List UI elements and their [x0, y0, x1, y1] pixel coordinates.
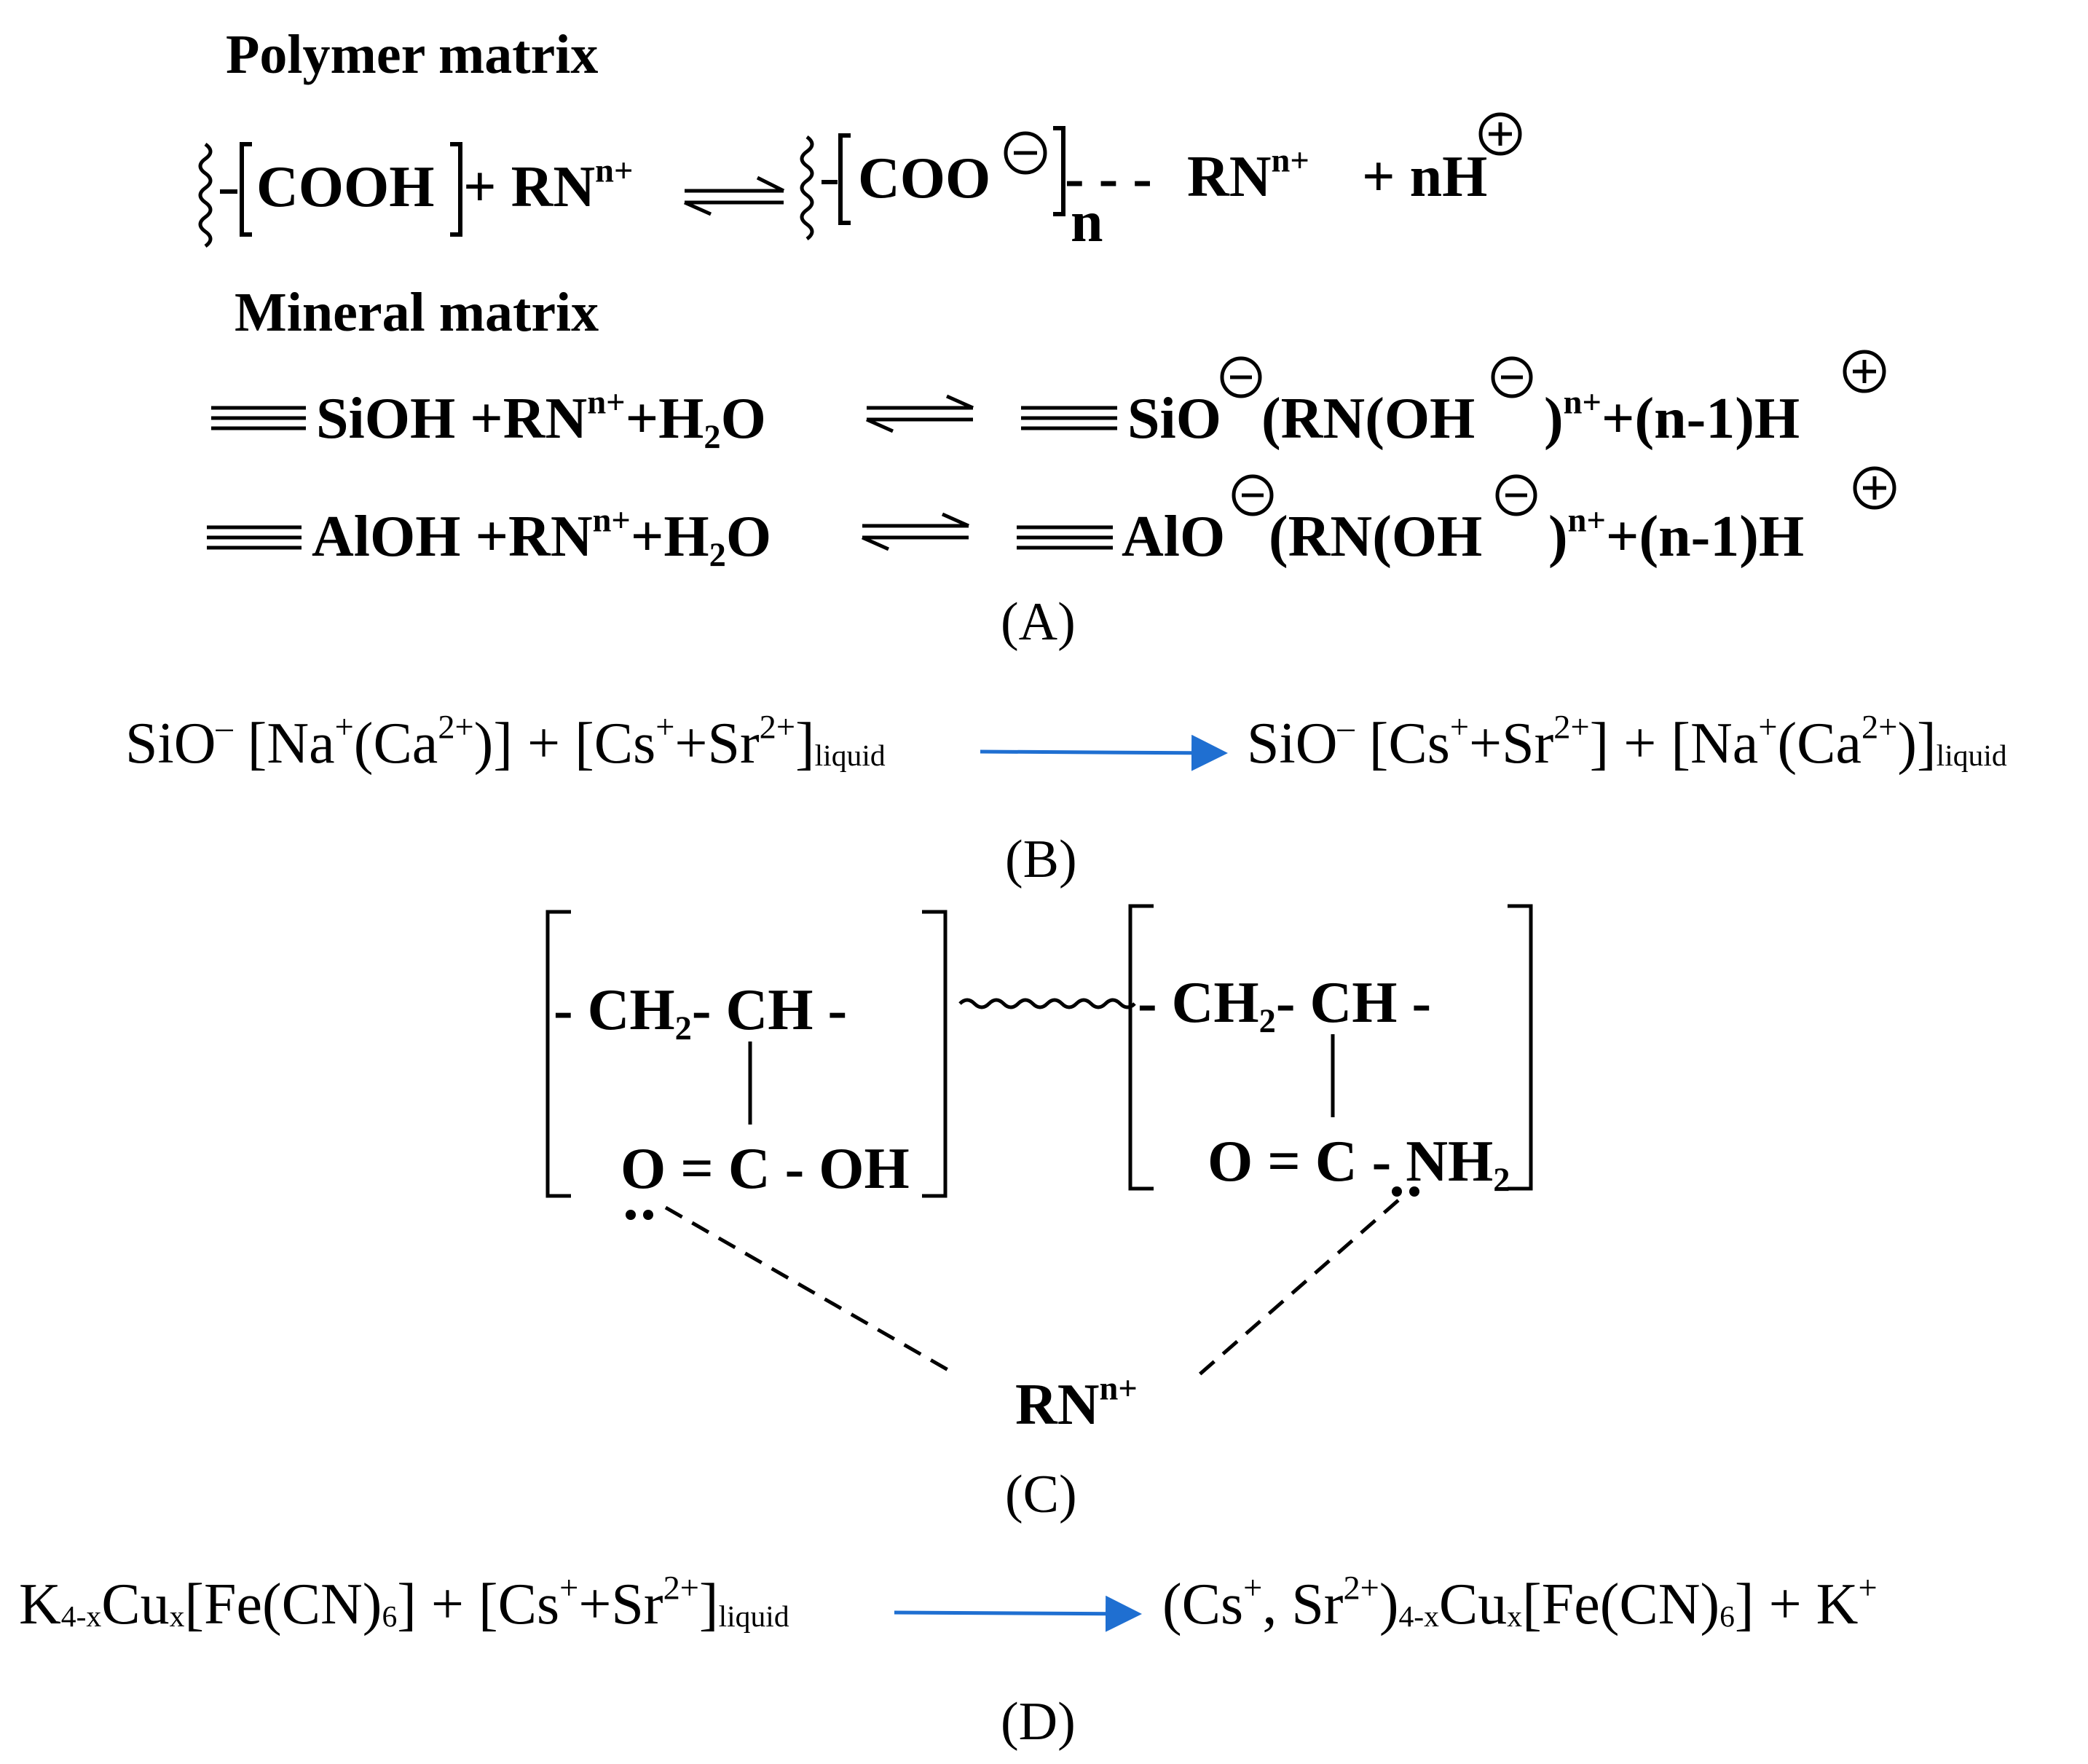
c-right-top: - CH2- CH -	[1138, 971, 1432, 1040]
wavy-bond-icon	[800, 135, 814, 241]
minus-circle-icon	[1004, 131, 1047, 175]
triple-bond-icon	[211, 406, 306, 430]
label-c: (C)	[1005, 1465, 1077, 1524]
polymer-released-proton: + nH	[1362, 145, 1488, 209]
minus-circle-icon	[1220, 356, 1262, 398]
al-right-c: )n++(n-1)H	[1548, 502, 1805, 569]
si-right-b: (RN(OH	[1261, 387, 1476, 451]
wavy-bond-icon	[198, 142, 213, 248]
minus-circle-icon	[1232, 474, 1274, 516]
left-bracket	[240, 142, 252, 237]
triple-bond-icon	[207, 525, 302, 550]
coordination-bond	[664, 1205, 958, 1377]
plus-circle-icon	[1853, 466, 1896, 510]
polymer-right-ion: RNn+	[1187, 142, 1309, 209]
al-right-b: (RN(OH	[1269, 505, 1483, 569]
left-bracket	[1128, 904, 1154, 1191]
polymer-plus-ion: + RNn+	[463, 152, 634, 219]
c-left-bottom: O = C - OH	[621, 1137, 910, 1201]
right-bracket	[922, 910, 948, 1198]
equilibrium-arrow-icon	[683, 176, 785, 216]
c-left-top: - CH2- CH -	[553, 978, 848, 1047]
equilibrium-arrow-icon	[865, 394, 974, 433]
al-right-a: AlO	[1122, 505, 1226, 569]
si-left: SiOH +RNn++H2O	[316, 384, 766, 456]
label-a: (A)	[1001, 592, 1076, 652]
b-left-side: SiO– [Na+(Ca2+)] + [Cs++Sr2+]liquid	[125, 709, 886, 776]
right-bracket	[1053, 126, 1065, 216]
reaction-arrow-icon	[894, 1595, 1142, 1632]
polymer-subscript-n: n	[1071, 190, 1103, 254]
right-bracket	[450, 142, 462, 237]
d-left-side: K4-xCux[Fe(CN)6] + [Cs++Sr2+]liquid	[19, 1570, 789, 1637]
label-b: (B)	[1005, 830, 1077, 889]
c-ion: RNn+	[1015, 1370, 1138, 1437]
left-bracket	[838, 133, 851, 225]
triple-bond-icon	[1017, 525, 1113, 550]
lone-pair-icon	[626, 1210, 653, 1220]
d-right-side: (Cs+, Sr2+)4-xCux[Fe(CN)6] + K+	[1162, 1570, 1878, 1637]
right-bracket	[1508, 904, 1533, 1191]
reaction-arrow-icon	[980, 734, 1228, 771]
si-right-c: )n++(n-1)H	[1544, 384, 1800, 451]
polymer-right-group: COO	[858, 146, 991, 210]
coordination-bond	[1197, 1199, 1400, 1377]
equilibrium-arrow-icon	[861, 512, 970, 551]
polymer-left-group: COOH	[256, 155, 435, 219]
b-right-side: SiO– [Cs++Sr2+] + [Na+(Ca2+)]liquid	[1247, 709, 2007, 776]
wavy-bond-icon	[958, 998, 1136, 1009]
polymer-matrix-title: Polymer matrix	[226, 24, 599, 85]
label-d: (D)	[1001, 1692, 1076, 1752]
polymer-dashes: - - -	[1065, 146, 1152, 210]
left-bracket	[545, 910, 571, 1198]
minus-circle-icon	[1491, 356, 1533, 398]
si-right-a: SiO	[1127, 387, 1221, 451]
mineral-matrix-title: Mineral matrix	[235, 282, 599, 343]
minus-circle-icon	[1495, 474, 1537, 516]
triple-bond-icon	[1021, 406, 1117, 430]
c-right-bottom: O = C - NH2	[1208, 1130, 1510, 1199]
al-left: AlOH +RNn++H2O	[312, 502, 772, 574]
plus-circle-icon	[1843, 350, 1886, 393]
